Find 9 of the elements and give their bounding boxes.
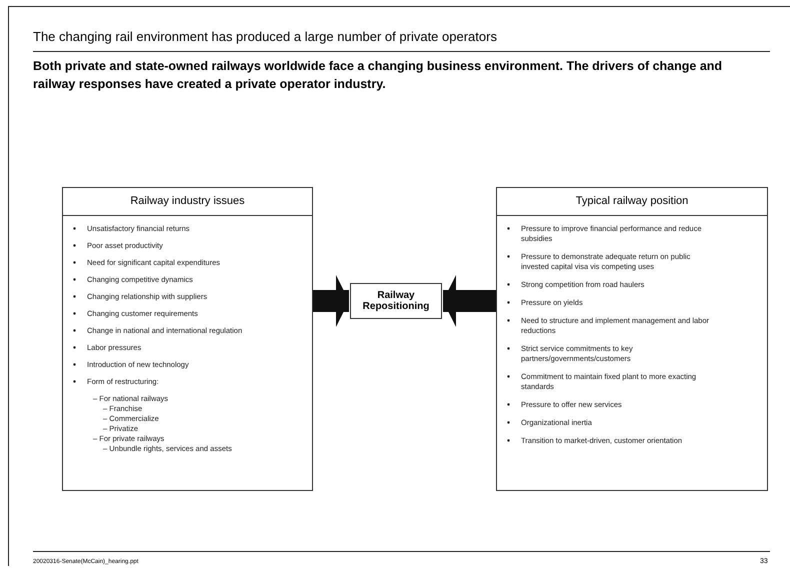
list-panel (62, 187, 313, 491)
panel-heading: Railway industry issues (63, 188, 312, 216)
panel-heading: Typical railway position (497, 188, 767, 216)
process-box: Railway Repositioning (350, 283, 442, 319)
block-arrow (443, 275, 496, 327)
list-panel (496, 187, 768, 491)
block-arrow (313, 275, 349, 327)
slide-title: The changing rail environment has produced a large number of private operators (33, 28, 497, 46)
subtitle: Both private and state-owned railways worldwide face a changing business environment. The drivers of change and railway responses have created a private operator industry. (33, 58, 724, 93)
